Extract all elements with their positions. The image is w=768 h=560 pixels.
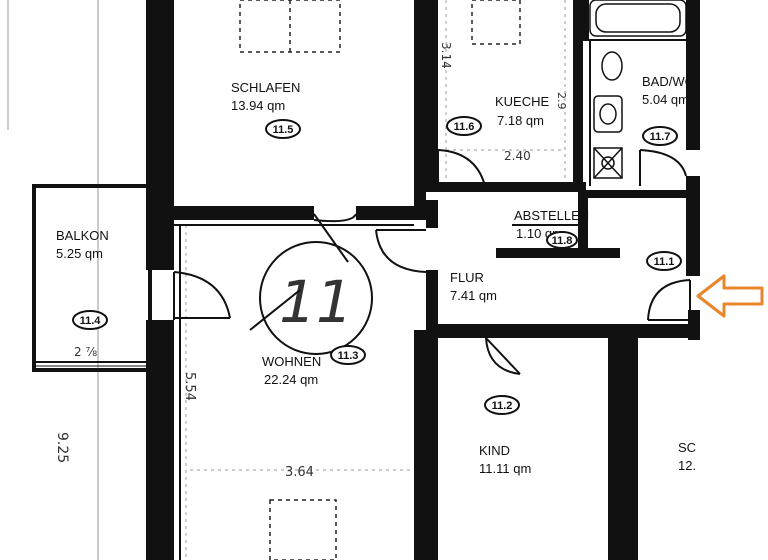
walls	[146, 0, 700, 560]
badge-bad: 11.7	[642, 126, 678, 146]
room-name-flur: FLUR	[450, 270, 484, 285]
svg-text:11.6: 11.6	[454, 121, 475, 133]
apartment-number: 11	[279, 268, 353, 336]
svg-text:11.3: 11.3	[338, 350, 359, 362]
room-area-schlafen: 13.94 qm	[231, 98, 285, 113]
dimension-notes: 3.14 2.40 2.9 5.54 3.64 9.25 2 ⅞	[54, 42, 568, 480]
dim-wohnen-width: 3.64	[285, 465, 314, 480]
room-area-kind: 11.11 qm	[479, 461, 531, 476]
dim-wohnen-height: 5.54	[182, 372, 197, 401]
badge-wohnen: 11.3	[330, 345, 366, 365]
room-area-balkon: 5.25 qm	[56, 246, 103, 261]
furniture	[239, 0, 521, 560]
entrance-arrow-icon	[696, 274, 764, 318]
room-area-bad: 5.04 qm	[642, 92, 689, 107]
badge-schlafen: 11.5	[265, 119, 301, 139]
room-name-abstellen: ABSTELLEN	[514, 208, 589, 223]
svg-text:11.2: 11.2	[492, 400, 513, 412]
room-area-wohnen: 22.24 qm	[264, 372, 318, 387]
inner-lines	[174, 39, 691, 560]
dim-kueche-height: 3.14	[439, 42, 453, 69]
svg-text:11.5: 11.5	[273, 124, 294, 136]
bathroom-fixtures	[589, 0, 687, 179]
room-area-schlafen2: 12.	[678, 458, 696, 473]
room-name-bad: BAD/WC	[642, 74, 694, 89]
badge-abstellen: 11.8	[546, 231, 578, 249]
badge-kueche: 11.6	[446, 116, 482, 136]
dim-balkon-note: 2 ⅞	[74, 345, 97, 359]
dim-outer: 9.25	[54, 432, 70, 463]
dim-kueche-side: 2.9	[555, 92, 568, 110]
balkon-outline	[32, 184, 152, 372]
room-name-balkon: BALKON	[56, 228, 109, 243]
svg-text:11.8: 11.8	[552, 235, 573, 247]
svg-text:11.1: 11.1	[654, 256, 675, 268]
badge-kind: 11.2	[484, 395, 520, 415]
room-area-kueche: 7.18 qm	[497, 113, 544, 128]
badge-balkon: 11.4	[72, 310, 108, 330]
svg-text:11.4: 11.4	[80, 315, 102, 327]
apartment-number-marker: 11	[249, 241, 373, 355]
doors	[173, 149, 691, 375]
svg-text:11.7: 11.7	[650, 131, 671, 143]
room-area-flur: 7.41 qm	[450, 288, 497, 303]
room-name-schlafen2: SC	[678, 440, 696, 455]
badge-flur: 11.1	[646, 251, 682, 271]
room-name-kind: KIND	[479, 443, 510, 458]
dim-kueche-width: 2.40	[504, 149, 531, 163]
room-badges: 11.5 11.6 11.7 11.8 11.4 11.1 11.3 11.2	[72, 116, 682, 415]
room-name-kueche: KUECHE	[495, 94, 550, 109]
room-name-schlafen: SCHLAFEN	[231, 80, 300, 95]
room-name-wohnen: WOHNEN	[262, 354, 321, 369]
room-labels: SCHLAFEN 13.94 qm KUECHE 7.18 qm BAD/WC …	[56, 74, 696, 476]
